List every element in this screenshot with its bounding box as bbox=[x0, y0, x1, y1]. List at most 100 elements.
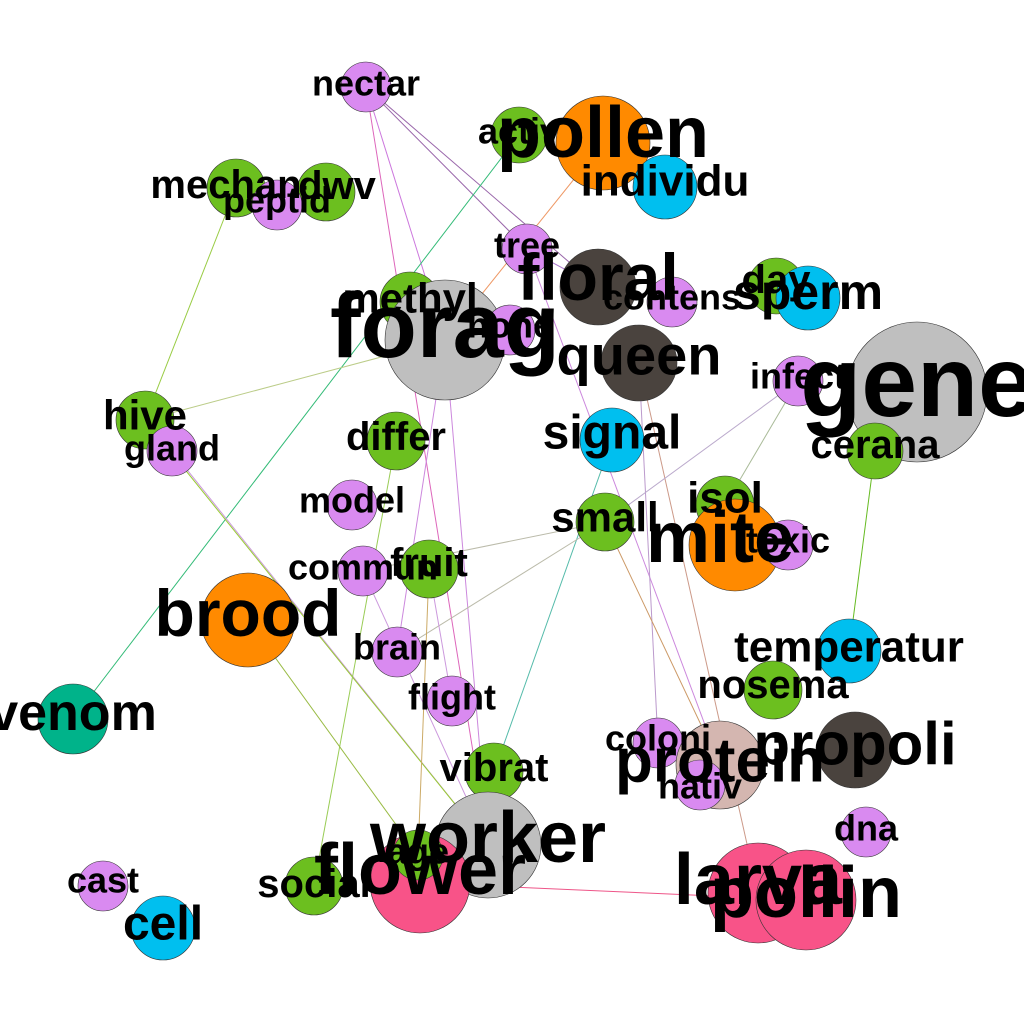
node-label-methyl: methyl bbox=[342, 275, 477, 322]
node-label-nectar: nectar bbox=[312, 63, 420, 104]
node-label-flight: flight bbox=[408, 677, 496, 718]
node-label-queen: queen bbox=[557, 324, 722, 387]
node-label-cerana: cerana bbox=[811, 423, 941, 467]
node-age bbox=[392, 829, 444, 881]
node-label-nativ: nativ bbox=[658, 766, 742, 807]
node-label-flower: flower bbox=[314, 830, 526, 910]
node-label-pollen: pollen bbox=[497, 93, 709, 173]
node-tree bbox=[501, 223, 553, 275]
node-sperm bbox=[775, 265, 841, 331]
node-fruit bbox=[399, 539, 459, 599]
node-differ bbox=[366, 411, 426, 471]
node-individu bbox=[632, 154, 698, 220]
node-nectar bbox=[340, 61, 392, 113]
node-label-peptid: peptid bbox=[223, 180, 331, 221]
node-label-cast: cast bbox=[67, 860, 139, 901]
node-hone bbox=[484, 304, 536, 356]
node-nosema bbox=[743, 660, 803, 720]
node-activ bbox=[490, 106, 548, 164]
node-label-gene: gene bbox=[800, 326, 1024, 438]
node-label-signal: signal bbox=[543, 407, 682, 460]
edge-nectar-floral bbox=[365, 86, 599, 288]
edge-mechan-hive bbox=[144, 187, 237, 421]
node-queen bbox=[600, 324, 678, 402]
node-label-floral: floral bbox=[517, 240, 678, 314]
node-label-temperatur: temperatur bbox=[734, 623, 964, 672]
node-label-pollin: pollin bbox=[710, 853, 902, 933]
node-social bbox=[284, 856, 344, 916]
node-label-propoli: propoli bbox=[753, 711, 956, 778]
node-label-activ: activ bbox=[478, 111, 560, 152]
edge-nectar-tree bbox=[365, 86, 528, 250]
node-label-forag: forag bbox=[330, 275, 560, 377]
node-cast bbox=[77, 860, 129, 912]
node-label-hive: hive bbox=[103, 392, 187, 439]
edge-fruit-age bbox=[417, 568, 430, 856]
node-toxic bbox=[762, 519, 814, 571]
edge-infect-small bbox=[604, 380, 799, 523]
node-floral bbox=[559, 248, 637, 326]
node-label-infect: infect bbox=[750, 356, 846, 397]
node-label-dwv: dwv bbox=[298, 164, 377, 208]
node-label-coloni: coloni bbox=[605, 718, 711, 759]
node-label-contens: contens bbox=[603, 277, 741, 318]
edge-queen-coloni bbox=[638, 362, 659, 744]
edge-signal-vibrat bbox=[493, 439, 613, 773]
node-signal bbox=[579, 407, 645, 473]
node-label-hone: hone bbox=[467, 305, 553, 346]
node-label-worker: worker bbox=[369, 798, 606, 878]
node-temperatur bbox=[816, 618, 882, 684]
edge-small-brain bbox=[396, 521, 606, 653]
node-label-cell: cell bbox=[123, 898, 203, 951]
node-label-nosema: nosema bbox=[697, 663, 849, 707]
node-label-age: age bbox=[387, 831, 449, 872]
edge-differ-social bbox=[313, 440, 397, 887]
node-label-sperm: sperm bbox=[733, 264, 883, 320]
node-peptid bbox=[251, 179, 303, 231]
node-venom bbox=[37, 683, 109, 755]
node-label-venom: venom bbox=[0, 684, 157, 742]
node-label-day: day bbox=[742, 258, 812, 302]
node-flight bbox=[426, 675, 478, 727]
node-nativ bbox=[674, 759, 726, 811]
node-label-small: small bbox=[551, 494, 658, 541]
node-label-fruit: fruit bbox=[390, 541, 468, 585]
node-label-differ: differ bbox=[346, 415, 446, 459]
node-label-gland: gland bbox=[124, 428, 220, 469]
edge-hive-worker bbox=[144, 419, 489, 846]
node-label-commun: commun bbox=[288, 547, 438, 588]
edge-activ-venom bbox=[72, 134, 520, 720]
node-label-vibrat: vibrat bbox=[440, 746, 549, 790]
node-gland bbox=[146, 425, 198, 477]
node-label-brood: brood bbox=[155, 576, 342, 650]
node-small bbox=[575, 492, 635, 552]
node-label-toxic: toxic bbox=[746, 520, 830, 561]
node-propoli bbox=[816, 711, 894, 789]
node-label-protein: protein bbox=[615, 727, 825, 796]
node-label-larva: larva bbox=[674, 840, 843, 920]
node-commun bbox=[337, 545, 389, 597]
node-label-social: social bbox=[257, 862, 370, 906]
edge-brood-age bbox=[247, 619, 419, 856]
node-label-individu: individu bbox=[581, 157, 750, 206]
edge-small-protein bbox=[604, 521, 721, 766]
node-pollin bbox=[755, 849, 857, 951]
node-label-model: model bbox=[299, 480, 405, 521]
label-layer: nectaractivpollenindividumechandwvpeptid… bbox=[0, 63, 1024, 951]
node-cell bbox=[130, 895, 196, 961]
node-cerana bbox=[846, 422, 904, 480]
node-dna bbox=[840, 806, 892, 858]
node-label-dna: dna bbox=[834, 808, 899, 849]
node-label-mite: mite bbox=[646, 498, 794, 578]
node-contens bbox=[646, 276, 698, 328]
edge-cerana-temperatur bbox=[848, 450, 876, 652]
node-label-isol: isol bbox=[687, 474, 763, 523]
node-brain bbox=[371, 626, 423, 678]
node-layer bbox=[37, 61, 988, 961]
node-brood bbox=[200, 572, 296, 668]
node-infect bbox=[772, 355, 824, 407]
node-pollen bbox=[555, 95, 651, 191]
node-model bbox=[326, 479, 378, 531]
node-label-tree: tree bbox=[494, 225, 560, 266]
